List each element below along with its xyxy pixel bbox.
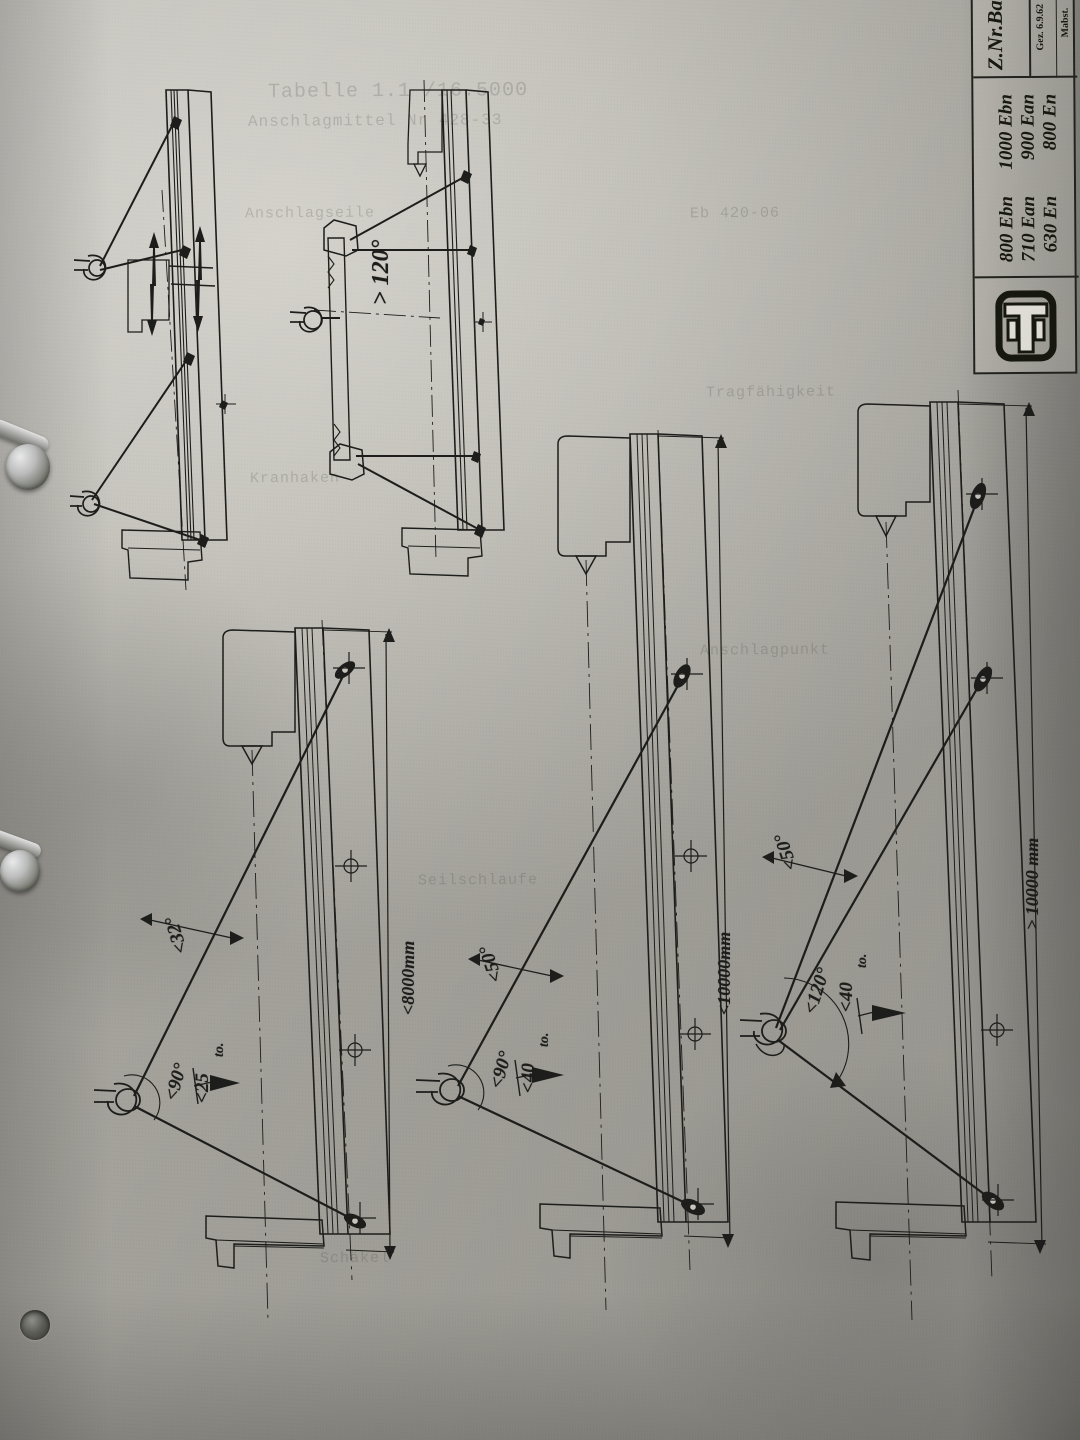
binder-ring-middle xyxy=(0,850,40,892)
binder-ring-top xyxy=(6,444,50,490)
title-block-logo-cell xyxy=(975,278,1080,375)
size-right-1: 900 Ean xyxy=(1017,93,1039,161)
lug-offset-unit-left: to. xyxy=(212,1042,227,1057)
title-block-drawing-no-cell: Z.Nr.Ba xyxy=(972,0,1032,79)
title-block-size-table: 800 En 900 Ean 1000 Ebn 630 En 710 Ean 8… xyxy=(973,77,1079,279)
page-edge-shading-left xyxy=(0,0,110,1440)
page-edge-shading-right xyxy=(960,0,1080,1440)
lug-offset-unit-middle: to. xyxy=(537,1032,552,1047)
manufacturer-logo-icon xyxy=(995,290,1057,362)
title-block-drawn-cell: Gez. 6.9.62 xyxy=(1030,0,1058,78)
drawing-no-label: Z.Nr.Ba xyxy=(982,0,1008,71)
bleed-text-2: Eb 420-06 xyxy=(689,204,781,223)
page-edge-shading-bottom xyxy=(0,1290,1080,1440)
size-left-2: 800 Ebn xyxy=(996,196,1018,263)
fig-bottom-middle xyxy=(410,430,734,1330)
scale-label: Mabst. xyxy=(1059,7,1071,38)
fig-bottom-left xyxy=(90,620,396,1340)
lug-offset-unit-right: to. xyxy=(855,953,870,968)
size-right-2: 1000 Ebn xyxy=(995,94,1017,170)
size-right-0: 800 En xyxy=(1039,93,1061,151)
title-block: Z.Nr.Ba Gez. 6.9.62 Mabst. 800 En 900 Ea… xyxy=(970,0,1080,375)
lug-offset-label-right: <40 xyxy=(836,982,857,1012)
size-left-1: 710 Ean xyxy=(1018,195,1040,263)
direction-arrows-group xyxy=(147,226,205,336)
length-label-right: > 10000 mm xyxy=(1022,837,1042,930)
lug-offset-label-left: <25 xyxy=(192,1073,213,1103)
length-label-middle: <10000mm xyxy=(714,931,734,1015)
angle-label-top-middle: > 120° xyxy=(368,239,394,305)
lug-offset-label-middle: <40 xyxy=(518,1063,539,1093)
size-left-0: 630 En xyxy=(1040,195,1062,253)
fig-bottom-right xyxy=(740,390,1060,1350)
title-block-scale-cell: Mabst. xyxy=(1056,0,1078,78)
fig-top-middle xyxy=(290,60,560,560)
drawn-label: Gez. 6.9.62 xyxy=(1034,3,1047,51)
punch-hole-bottom xyxy=(20,1310,50,1340)
fig-top-left xyxy=(70,70,350,570)
